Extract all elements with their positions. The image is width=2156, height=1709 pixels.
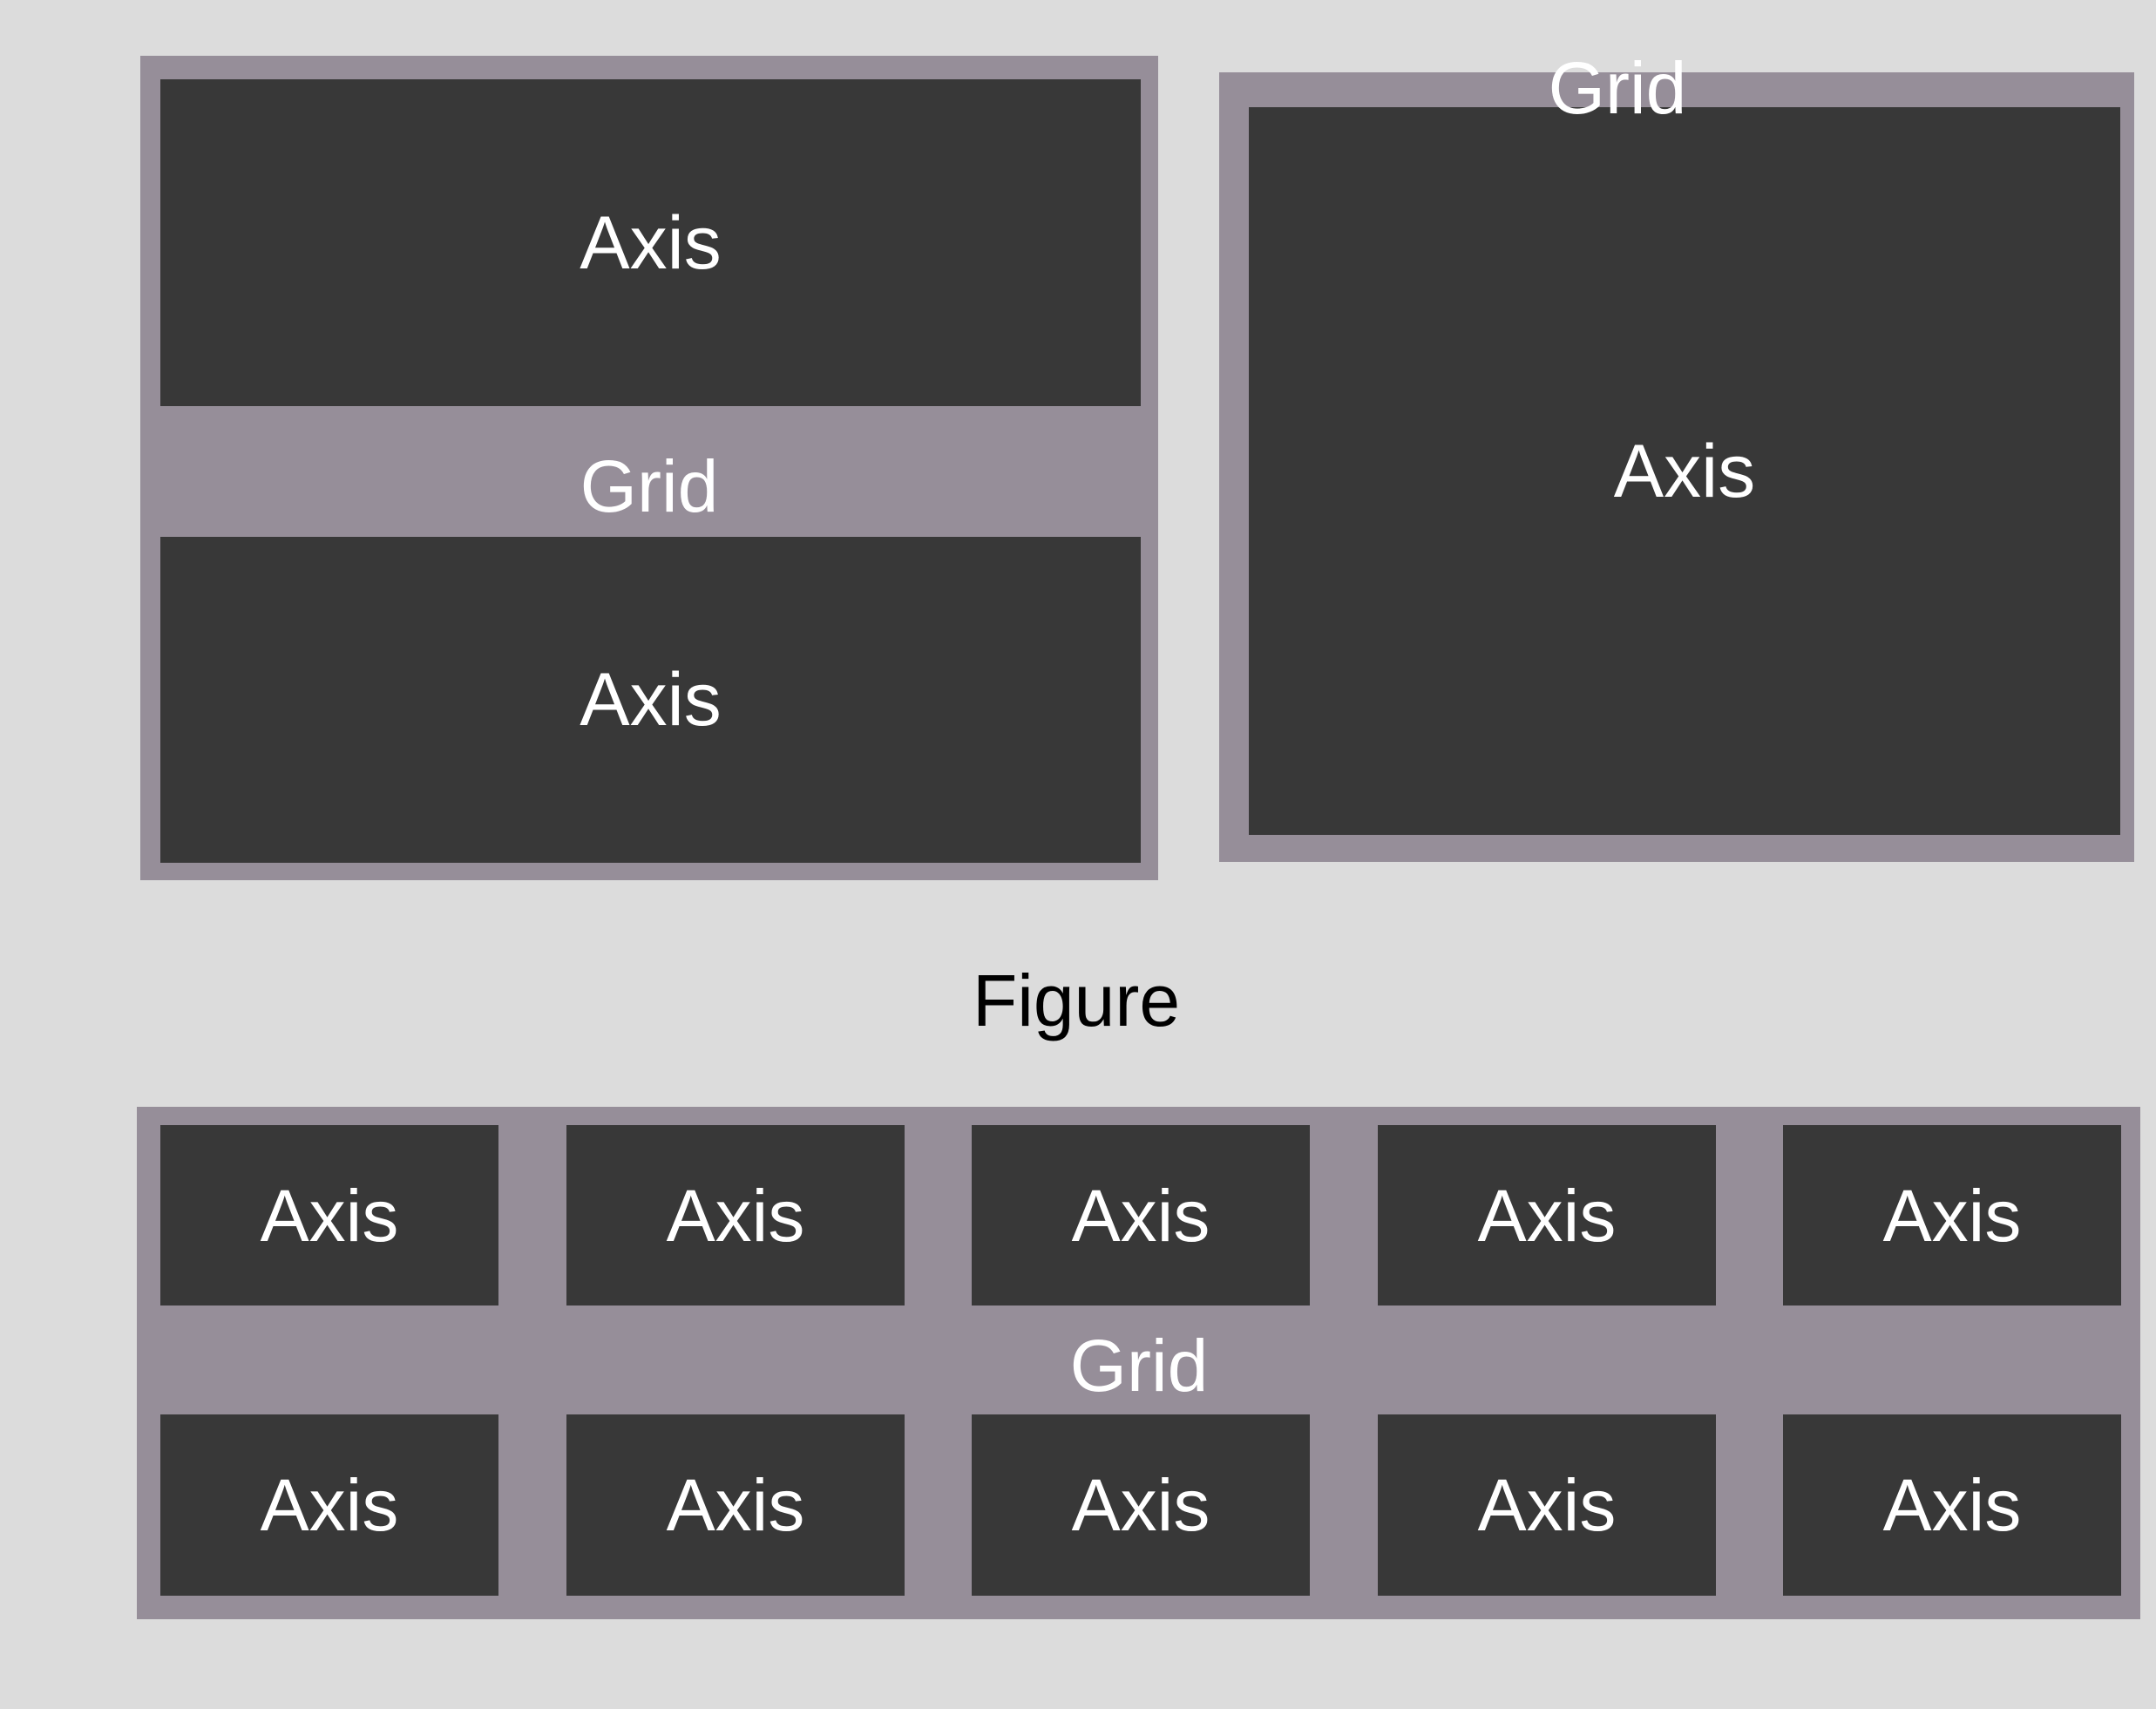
axis-bottom-r2-c3: Axis bbox=[972, 1414, 1310, 1596]
axis-bottom-r2-c5: Axis bbox=[1783, 1414, 2121, 1596]
axis-bottom-r1-c4: Axis bbox=[1378, 1125, 1716, 1305]
axis-label: Axis bbox=[1882, 1174, 2022, 1257]
axis-label: Axis bbox=[580, 200, 722, 285]
axis-label: Axis bbox=[666, 1174, 805, 1257]
grid-top-left: Axis Axis Grid bbox=[140, 56, 1158, 880]
axis-top-left-lower: Axis bbox=[160, 537, 1141, 863]
axis-bottom-r2-c1: Axis bbox=[160, 1414, 498, 1596]
axis-label: Axis bbox=[260, 1174, 399, 1257]
axis-label: Axis bbox=[1613, 429, 1756, 513]
axis-bottom-r2-c4: Axis bbox=[1378, 1414, 1716, 1596]
axis-bottom-r1-c3: Axis bbox=[972, 1125, 1310, 1305]
axis-bottom-r1-c5: Axis bbox=[1783, 1125, 2121, 1305]
figure-label: Figure bbox=[972, 960, 1181, 1041]
axis-label: Axis bbox=[260, 1464, 399, 1546]
grid-label: Grid bbox=[1069, 1325, 1209, 1407]
grid-label: Grid bbox=[580, 445, 719, 527]
axis-label: Axis bbox=[1071, 1464, 1210, 1546]
axis-label: Axis bbox=[1071, 1174, 1210, 1257]
axis-label: Axis bbox=[1882, 1464, 2022, 1546]
axis-top-left-upper: Axis bbox=[160, 79, 1141, 406]
axis-label: Axis bbox=[1477, 1464, 1617, 1546]
axis-bottom-r2-c2: Axis bbox=[566, 1414, 905, 1596]
axis-label: Axis bbox=[1477, 1174, 1617, 1257]
axis-bottom-r1-c1: Axis bbox=[160, 1125, 498, 1305]
axis-top-right: Axis bbox=[1249, 107, 2120, 835]
grid-label: Grid bbox=[1548, 47, 1687, 129]
grid-top-right: Axis bbox=[1219, 72, 2134, 862]
axis-bottom-r1-c2: Axis bbox=[566, 1125, 905, 1305]
grid-bottom: Axis Axis Axis Axis Axis Axis Axis Axis … bbox=[137, 1107, 2140, 1619]
axis-label: Axis bbox=[666, 1464, 805, 1546]
axis-label: Axis bbox=[580, 658, 722, 742]
